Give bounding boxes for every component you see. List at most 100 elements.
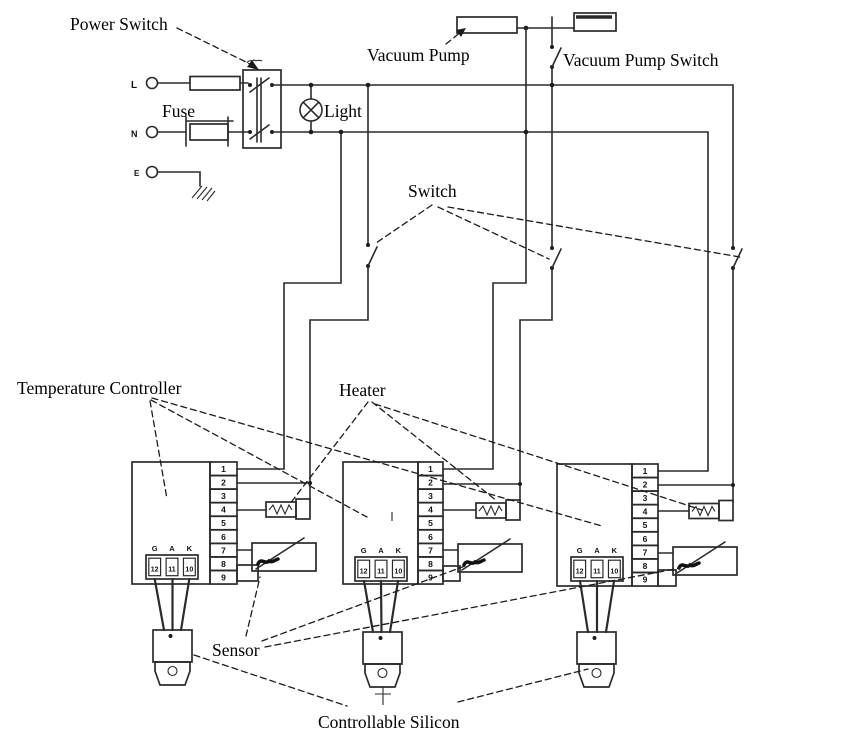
terminal-label-e: E bbox=[134, 169, 140, 178]
terminal-number: 5 bbox=[221, 518, 226, 528]
terminal-number: 2 bbox=[428, 478, 433, 488]
terminal-number: 4 bbox=[428, 505, 433, 515]
label-fuse: Fuse bbox=[162, 101, 195, 121]
gak-cell bbox=[357, 559, 371, 579]
switch-symbol-middle bbox=[550, 246, 562, 270]
terminal-number: 4 bbox=[643, 507, 648, 517]
gak-letter: A bbox=[169, 544, 175, 553]
scr-devices bbox=[152, 577, 617, 705]
power-switch-tag-scribble bbox=[246, 59, 263, 64]
fuse-symbol-l bbox=[189, 75, 241, 91]
scr-symbol-left bbox=[152, 629, 193, 686]
gak-number: 12 bbox=[576, 569, 584, 576]
gak-number: 11 bbox=[377, 569, 385, 576]
gak-letter: G bbox=[577, 546, 583, 555]
label-light: Light bbox=[324, 101, 362, 121]
scr-middle-lead-cross bbox=[375, 687, 391, 705]
label-power-switch: Power Switch bbox=[70, 14, 168, 34]
gak-cell bbox=[590, 559, 604, 579]
terminal-number: 3 bbox=[428, 491, 433, 501]
vacuum-pump-box-left bbox=[456, 16, 518, 34]
gak-cell bbox=[148, 557, 162, 577]
gak-cell bbox=[391, 559, 405, 579]
gak-cell bbox=[573, 559, 587, 579]
terminal-number: 2 bbox=[221, 478, 226, 488]
power-switch-symbol bbox=[242, 59, 282, 149]
terminal-circle-n bbox=[145, 125, 159, 139]
terminal-number: 7 bbox=[428, 545, 433, 555]
terminal-number: 7 bbox=[643, 547, 648, 557]
terminal-number: 1 bbox=[221, 464, 226, 474]
terminal-number: 9 bbox=[643, 574, 648, 584]
terminal-number: 2 bbox=[643, 480, 648, 490]
terminal-circle-l bbox=[145, 76, 159, 90]
gak-cell bbox=[374, 559, 388, 579]
sensor-symbol-middle bbox=[456, 537, 524, 574]
gak-number: 11 bbox=[593, 569, 601, 576]
gak-number: 12 bbox=[151, 567, 159, 574]
vacuum-pump-symbols bbox=[456, 12, 617, 34]
fuse-symbol-n bbox=[156, 116, 249, 147]
temperature-controllers bbox=[131, 461, 739, 587]
sensor-symbol-right bbox=[671, 540, 739, 577]
terminal-number: 8 bbox=[428, 559, 433, 569]
gak-number: 10 bbox=[185, 567, 193, 574]
scr-symbol-middle bbox=[362, 631, 403, 688]
terminal-number: 9 bbox=[428, 572, 433, 582]
gak-letter: A bbox=[378, 546, 384, 555]
terminal-number: 5 bbox=[428, 518, 433, 528]
terminal-number: 9 bbox=[221, 572, 226, 582]
terminal-number: 5 bbox=[643, 520, 648, 530]
label-controllable-silicon: Controllable Silicon bbox=[318, 712, 460, 732]
terminal-label-l: L bbox=[131, 80, 137, 91]
sensor-connector-left bbox=[236, 564, 259, 582]
terminal-circle-e bbox=[145, 165, 159, 179]
switch-symbol-right bbox=[731, 246, 743, 270]
gak-letter: G bbox=[152, 544, 158, 553]
main-wiring bbox=[236, 16, 735, 502]
vacuum-pump-box-right bbox=[573, 12, 617, 32]
label-vacuum-pump-switch: Vacuum Pump Switch bbox=[563, 50, 719, 70]
gak-letter: A bbox=[594, 546, 600, 555]
gak-letter: G bbox=[361, 546, 367, 555]
terminal-number: 6 bbox=[428, 532, 433, 542]
label-heater: Heater bbox=[339, 380, 386, 400]
gak-number: 11 bbox=[168, 567, 176, 574]
terminal-cell bbox=[631, 571, 659, 587]
heater-symbol-middle bbox=[475, 499, 521, 521]
terminal-number: 3 bbox=[643, 493, 648, 503]
terminal-number: 8 bbox=[643, 561, 648, 571]
gak-cell bbox=[607, 559, 621, 579]
terminal-number: 7 bbox=[221, 545, 226, 555]
terminal-number: 4 bbox=[221, 505, 226, 515]
power-input-terminals: L N E bbox=[131, 75, 249, 202]
gak-letter: K bbox=[612, 546, 618, 555]
terminal-label-n: N bbox=[131, 129, 138, 139]
light-symbol bbox=[299, 84, 323, 133]
terminal-number: 1 bbox=[428, 464, 433, 474]
gak-cell bbox=[165, 557, 179, 577]
gak-number: 12 bbox=[360, 569, 368, 576]
terminal-number: 6 bbox=[221, 532, 226, 542]
terminal-cell bbox=[209, 569, 238, 585]
ground-symbol bbox=[156, 171, 216, 202]
gak-cell bbox=[182, 557, 196, 577]
gak-number: 10 bbox=[610, 569, 618, 576]
gak-letter: K bbox=[396, 546, 402, 555]
label-switch: Switch bbox=[408, 181, 457, 201]
terminal-strips: 123456789123456789123456789G12A11K10G12A… bbox=[145, 461, 659, 587]
branch-switches bbox=[366, 45, 743, 270]
scr-symbol-right bbox=[576, 631, 617, 688]
heater-symbol-left bbox=[265, 498, 311, 520]
label-temperature-controller: Temperature Controller bbox=[17, 378, 182, 398]
terminal-number: 8 bbox=[221, 559, 226, 569]
terminal-number: 3 bbox=[221, 491, 226, 501]
heater-symbol-right bbox=[688, 499, 734, 522]
gak-number: 10 bbox=[394, 569, 402, 576]
sensor-symbol-left bbox=[250, 536, 318, 573]
terminal-cell bbox=[417, 569, 444, 585]
gak-letter: K bbox=[187, 544, 193, 553]
annotation-arrows bbox=[149, 27, 741, 707]
switch-symbol-left bbox=[366, 243, 378, 268]
